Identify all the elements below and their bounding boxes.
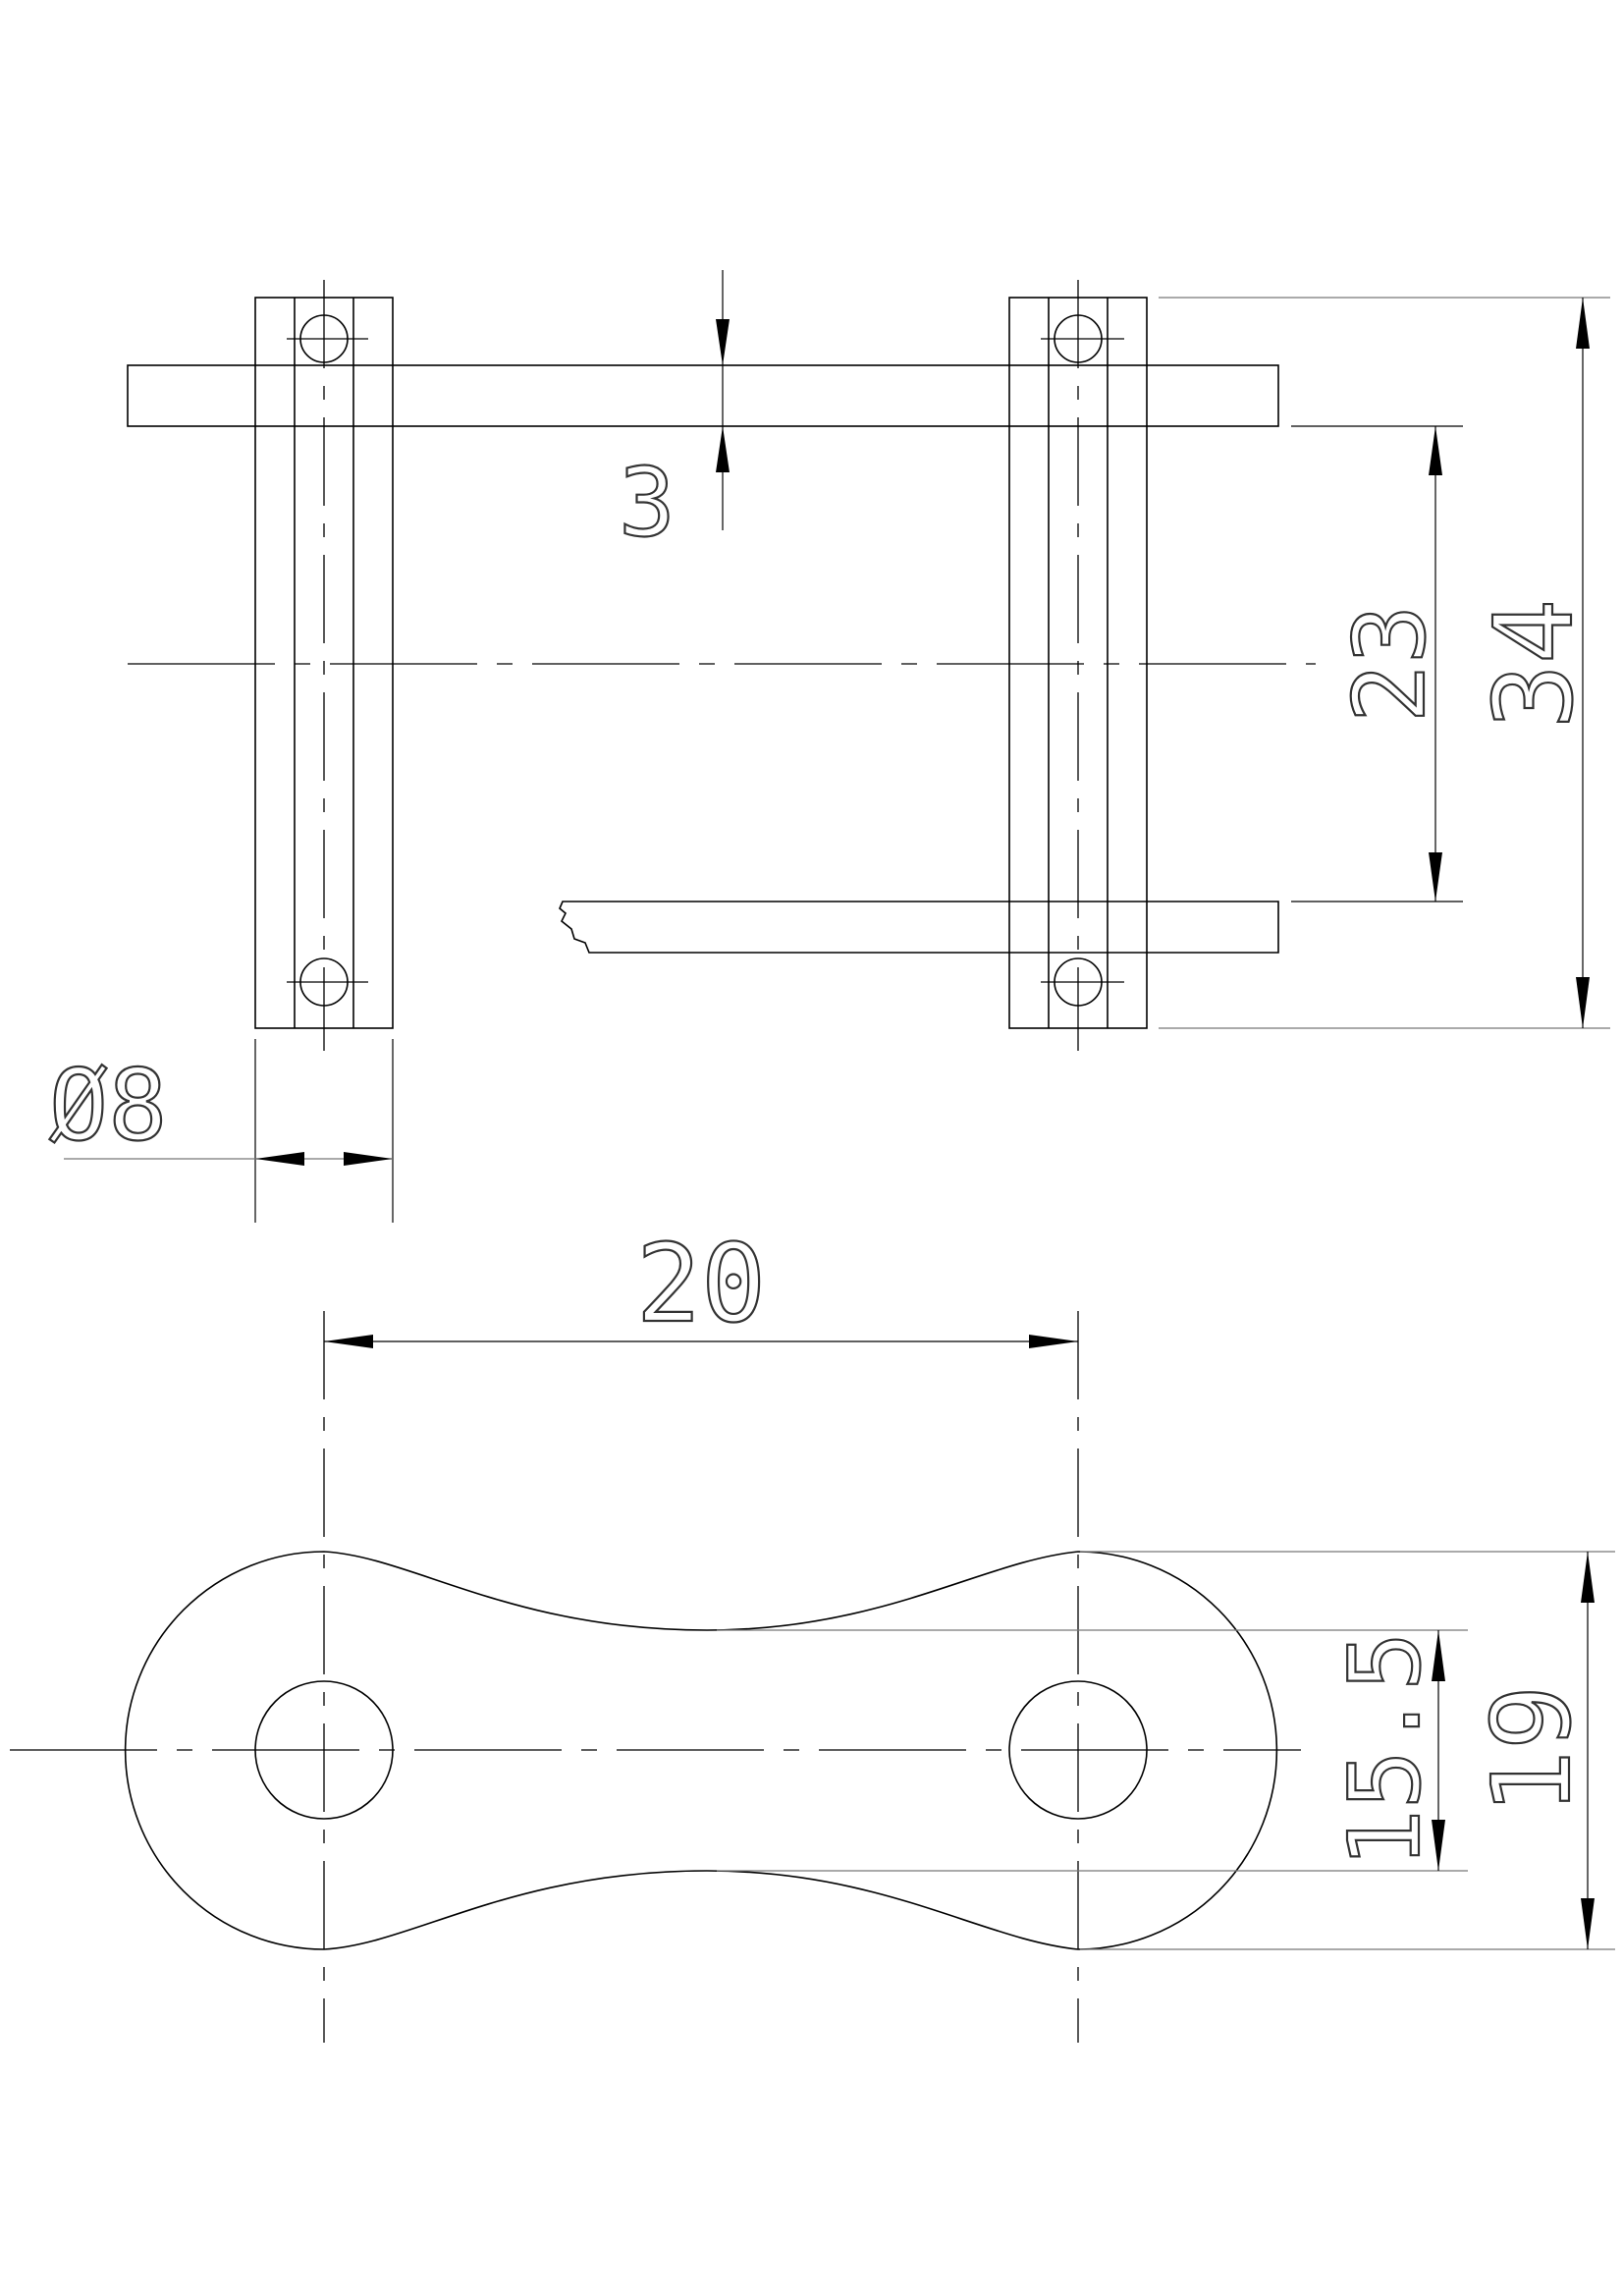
dim-waist-height-label: 15.5 — [1327, 1632, 1442, 1869]
bottom-view: 20 15.5 19 — [10, 1220, 1615, 2043]
dim-plate-thickness: 3 — [618, 270, 730, 559]
dim-roller-diameter-label: Ø8 — [49, 1048, 167, 1163]
upper-plate — [127, 364, 1279, 427]
dim-inner-width: 23 — [1291, 425, 1463, 902]
dim-pitch-label: 20 — [636, 1221, 766, 1346]
dim-inner-width-label: 23 — [1332, 605, 1447, 723]
dim-outer-width-label: 34 — [1471, 599, 1596, 729]
dim-plate-height-label: 19 — [1469, 1685, 1595, 1815]
dim-roller-diameter: Ø8 — [48, 1039, 394, 1223]
left-pin-assembly — [254, 280, 394, 1051]
dim-pitch: 20 — [324, 1220, 1078, 1348]
top-view: 3 23 34 Ø8 — [48, 270, 1610, 1223]
dim-plate-thickness-label: 3 — [619, 448, 676, 558]
dim-waist-height: 15.5 — [717, 1629, 1468, 1872]
dim-plate-height: 19 — [1080, 1551, 1615, 1950]
dim-outer-width: 34 — [1159, 297, 1610, 1029]
right-pin-assembly — [1008, 280, 1148, 1051]
lower-plate — [559, 901, 1279, 954]
